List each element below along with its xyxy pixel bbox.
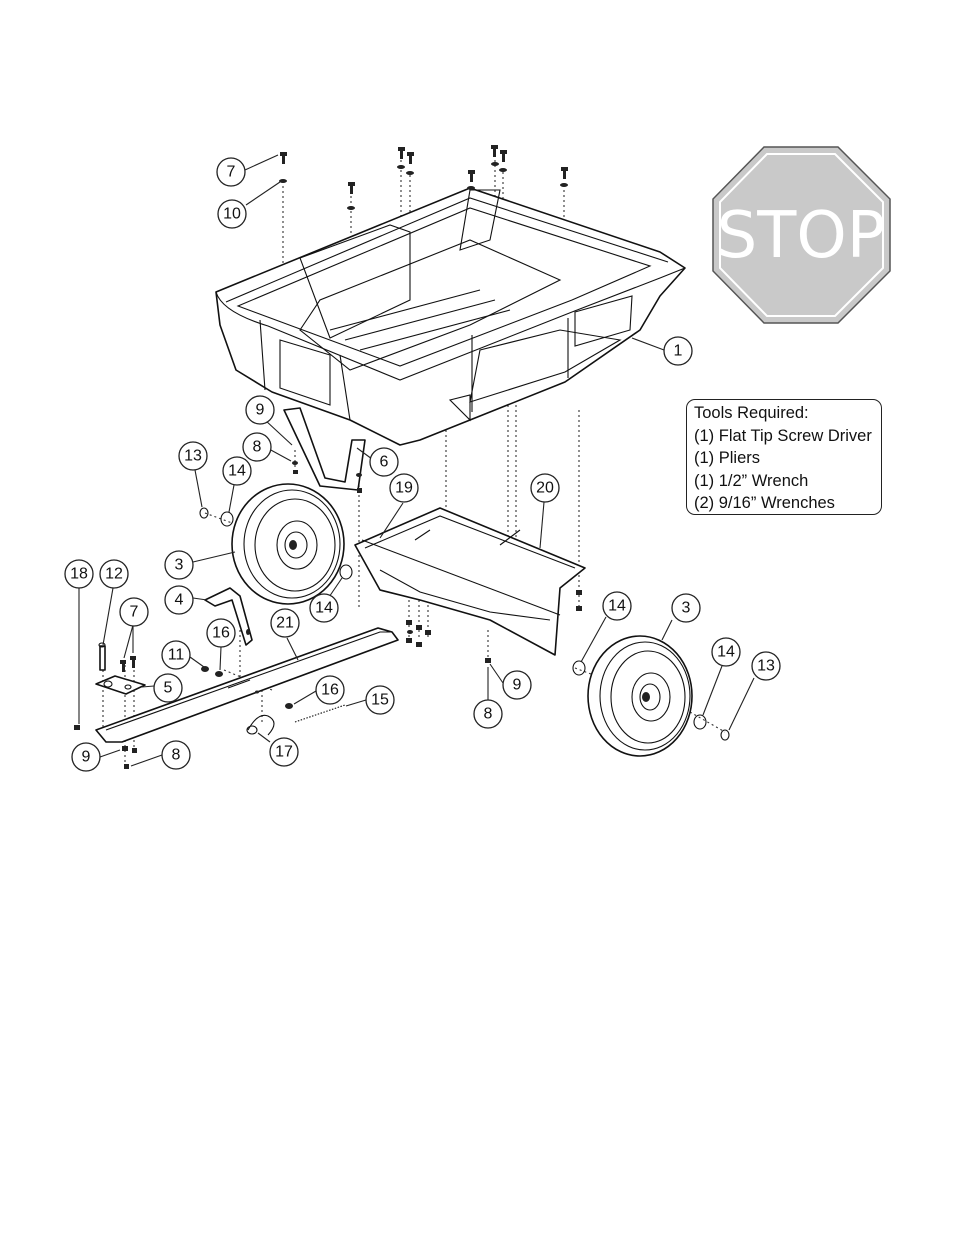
callout-6: 6 [369,447,399,477]
callout-12: 12 [99,559,129,589]
callout-20: 20 [530,473,560,503]
callout-7-hitch: 7 [119,597,149,627]
callout-3-left: 3 [164,550,194,580]
tools-title: Tools Required: [694,404,809,422]
callout-label: 9 [82,749,91,766]
callout-11: 11 [161,640,191,670]
callout-16-lower: 16 [315,675,345,705]
callout-label: 18 [70,566,88,583]
callout-17: 17 [269,737,299,767]
dump-frame [354,507,586,663]
handle-bracket [204,587,253,646]
callout-8-upper: 8 [242,432,272,462]
top-bolts [279,145,568,210]
callout-label: 8 [172,747,181,764]
tool-item-nine-sixteenths-wrenches: (2) 9/16” Wrenches [694,494,835,513]
callout-14-left-inner: 14 [309,593,339,623]
left-wheel [199,483,353,605]
callout-3-right: 3 [671,593,701,623]
front-bracket [283,407,366,493]
callout-1: 1 [663,336,693,366]
callout-label: 11 [168,647,185,664]
callout-14-right-inner: 14 [602,591,632,621]
callout-9-upper: 9 [245,395,275,425]
callout-13-right: 13 [751,651,781,681]
callout-label: 8 [484,706,493,723]
callout-21: 21 [270,608,300,638]
callout-10: 10 [217,199,247,229]
callouts: 7 10 1 9 8 6 13 14 19 20 3 14 4 18 12 7 … [64,157,781,772]
spring-and-clip [246,703,346,736]
tools-required-box: Tools Required: (1) Flat Tip Screw Drive… [686,399,882,515]
callout-15: 15 [365,685,395,715]
callout-7-top: 7 [216,157,246,187]
callout-9-frame: 9 [502,670,532,700]
callout-8-frame: 8 [473,699,503,729]
right-wheel [572,635,730,757]
hitch-plate [74,642,223,769]
callout-label: 14 [228,463,246,480]
callout-label: 5 [164,680,173,697]
callout-label: 6 [380,454,389,471]
callout-label: 13 [184,448,202,465]
callout-9-hitch: 9 [71,742,101,772]
callout-label: 20 [536,480,554,497]
callout-label: 16 [212,625,230,642]
tool-item-screwdriver: (1) Flat Tip Screw Driver [694,426,872,445]
callout-4: 4 [164,585,194,615]
callout-label: 9 [256,402,265,419]
callout-label: 19 [395,480,413,497]
callout-label: 10 [223,206,241,223]
callout-label: 16 [321,682,339,699]
callout-label: 15 [371,692,389,709]
callout-label: 14 [717,644,735,661]
callout-19: 19 [389,473,419,503]
tongue-bar [95,627,413,743]
callout-label: 9 [513,677,522,694]
callout-5: 5 [153,673,183,703]
callout-label: 14 [315,600,333,617]
callout-label: 3 [175,557,184,574]
callout-label: 7 [130,604,139,621]
stop-sign: STOP [712,146,891,324]
stop-sign-text: STOP [717,199,886,273]
tool-item-pliers: (1) Pliers [694,449,761,468]
callout-13-left: 13 [178,441,208,471]
callout-18: 18 [64,559,94,589]
callout-label: 17 [275,744,293,761]
callout-label: 4 [175,592,184,609]
callout-leaders [78,154,755,767]
callout-label: 1 [674,343,683,360]
callout-14-right-outer: 14 [711,637,741,667]
callout-label: 7 [227,164,236,181]
callout-8-hitch: 8 [161,740,191,770]
callout-16-upper: 16 [206,618,236,648]
callout-label: 8 [253,439,262,456]
callout-label: 14 [608,598,626,615]
callout-label: 21 [276,615,294,632]
callout-label: 12 [105,566,123,583]
callout-label: 13 [757,658,775,675]
callout-14-left-outer: 14 [222,456,252,486]
callout-label: 3 [682,600,691,617]
tool-item-half-inch-wrench: (1) 1/2” Wrench [694,471,809,490]
cart-tub [215,187,686,446]
